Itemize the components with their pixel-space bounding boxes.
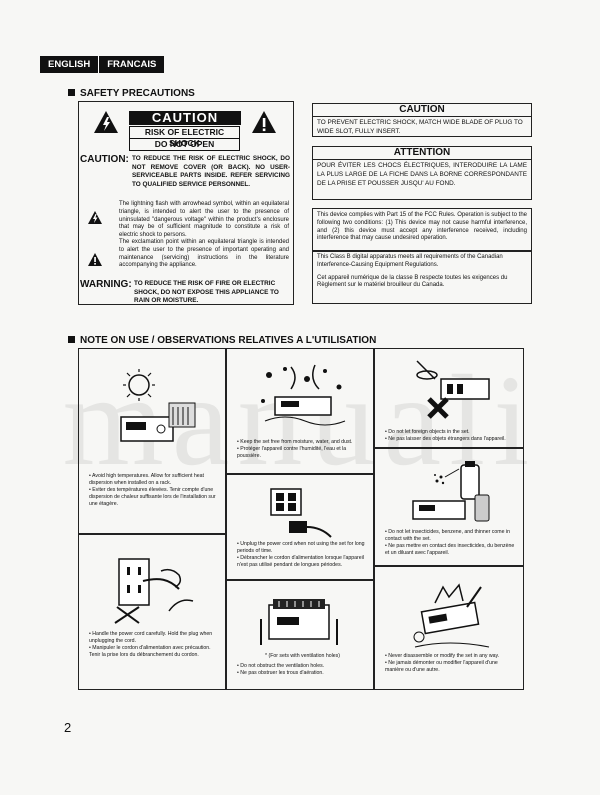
cell-ventilation: * (For sets with ventilation holes) Do n…	[226, 580, 374, 690]
lightning-symbol-icon	[88, 211, 102, 224]
attention-heading: ATTENTION	[313, 147, 531, 160]
cell-moisture: Keep the set free from moisture, water, …	[226, 348, 374, 474]
spray-can-illustration	[412, 461, 490, 522]
plug-caution-heading: CAUTION	[313, 104, 531, 117]
language-tabs: ENGLISH FRANCAIS	[40, 56, 165, 73]
fcc-box: This device complies with Part 15 of the…	[312, 208, 532, 252]
cell-ventilation-text: Do not obstruct the ventilation holes. N…	[237, 663, 367, 677]
bullet-en: Never disassemble or modify the set in a…	[385, 653, 517, 660]
outlet-unplug-illustration	[270, 488, 332, 538]
bullet-fr: Manipuler le cordon d'alimentation avec …	[89, 645, 219, 659]
bullet-en: Unplug the power cord when not using the…	[237, 541, 367, 555]
bullet-en: Keep the set free from moisture, water, …	[237, 439, 367, 446]
warning-text: TO REDUCE THE RISK OF FIRE OR ELECTRIC S…	[134, 280, 279, 305]
disassemble-illustration	[413, 583, 490, 648]
canada-box: This Class B digital apparatus meets all…	[312, 250, 532, 304]
attention-text: POUR ÉVITER LES CHOCS ÉLECTRIQUES, INTER…	[317, 162, 527, 187]
cell-insecticides-text: Do not let insecticides, benzene, and th…	[385, 529, 517, 557]
canada-text-fr: Cet appareil numérique de la classe B re…	[317, 274, 508, 289]
bullet-fr: Protéger l'appareil contre l'humidité, l…	[237, 446, 367, 460]
bullet-fr: Eviter des températures élevées. Tenir c…	[89, 487, 219, 508]
tab-francais: FRANCAIS	[98, 56, 164, 73]
caution-heading: CAUTION	[129, 111, 241, 125]
usage-grid: Avoid high temperatures. Allow for suffi…	[78, 348, 524, 690]
cell-high-temperature-text: Avoid high temperatures. Allow for suffi…	[89, 473, 219, 508]
attention-box: ATTENTION POUR ÉVITER LES CHOCS ÉLECTRIQ…	[312, 146, 532, 200]
plug-caution-text: TO PREVENT ELECTRIC SHOCK, MATCH WIDE BL…	[317, 119, 523, 135]
do-not-open: DO NOT OPEN	[129, 138, 240, 151]
bullet-fr: Débrancher le cordon d'alimentation lors…	[237, 555, 367, 569]
cell-power-cord: Handle the power cord carefully. Hold th…	[78, 534, 226, 690]
cell-high-temperature: Avoid high temperatures. Allow for suffi…	[78, 348, 226, 534]
water-splash-illustration	[261, 364, 346, 426]
ventilation-illustration	[260, 599, 338, 645]
foreign-objects-illustration	[416, 360, 490, 419]
bullet-fr: Ne pas mettre en contact des insecticide…	[385, 543, 517, 557]
fcc-text: This device complies with Part 15 of the…	[317, 212, 527, 242]
cell-unplug: Unplug the power cord when not using the…	[226, 474, 374, 580]
cell-power-cord-text: Handle the power cord carefully. Hold th…	[89, 631, 219, 659]
cell-insecticides: Do not let insecticides, benzene, and th…	[374, 448, 524, 566]
cell-foreign-objects: Do not let foreign objects in the set. N…	[374, 348, 524, 448]
lightning-text: The lightning flash with arrowhead symbo…	[119, 201, 289, 239]
exclamation-warning-icon	[252, 111, 276, 133]
exclamation-symbol-icon	[88, 253, 102, 266]
bullet-en: Handle the power cord carefully. Hold th…	[89, 631, 219, 645]
cell-moisture-text: Keep the set free from moisture, water, …	[237, 439, 367, 460]
bullet-fr: Ne jamais démonter ou modifier l'apparei…	[385, 660, 517, 674]
cell-foreign-objects-text: Do not let foreign objects in the set. N…	[385, 429, 517, 443]
bullet-en: Do not let insecticides, benzene, and th…	[385, 529, 517, 543]
bullet-en: Avoid high temperatures. Allow for suffi…	[89, 473, 219, 487]
caution-label: CAUTION:	[80, 154, 129, 165]
warning-label: WARNING:	[80, 279, 132, 290]
sun-and-unit-illustration	[120, 369, 196, 442]
bullet-en: Do not let foreign objects in the set.	[385, 429, 517, 436]
tab-english: ENGLISH	[48, 59, 91, 70]
ventilation-note: * (For sets with ventilation holes)	[265, 653, 340, 659]
plug-handling-illustration	[114, 558, 194, 624]
cell-disassemble: Never disassemble or modify the set in a…	[374, 566, 524, 690]
note-section-title: NOTE ON USE / OBSERVATIONS RELATIVES A L…	[68, 335, 376, 346]
bullet-en: Do not obstruct the ventilation holes.	[237, 663, 367, 670]
caution-box: CAUTION RISK OF ELECTRIC SHOCK DO NOT OP…	[78, 101, 294, 305]
safety-section-title: SAFETY PRECAUTIONS	[68, 88, 195, 99]
cell-disassemble-text: Never disassemble or modify the set in a…	[385, 653, 517, 674]
canada-text-en: This Class B digital apparatus meets all…	[317, 254, 503, 268]
cell-unplug-text: Unplug the power cord when not using the…	[237, 541, 367, 569]
bullet-fr: Ne pas laisser des objets étrangers dans…	[385, 436, 517, 443]
bullet-fr: Ne pas obstruer les trous d'aération.	[237, 670, 367, 677]
caution-text: TO REDUCE THE RISK OF ELECTRIC SHOCK, DO…	[132, 155, 290, 188]
lightning-warning-icon	[94, 111, 118, 133]
exclamation-text: The exclamation point within an equilate…	[119, 239, 289, 269]
plug-caution-box: CAUTION TO PREVENT ELECTRIC SHOCK, MATCH…	[312, 103, 532, 137]
page-number: 2	[64, 720, 72, 735]
